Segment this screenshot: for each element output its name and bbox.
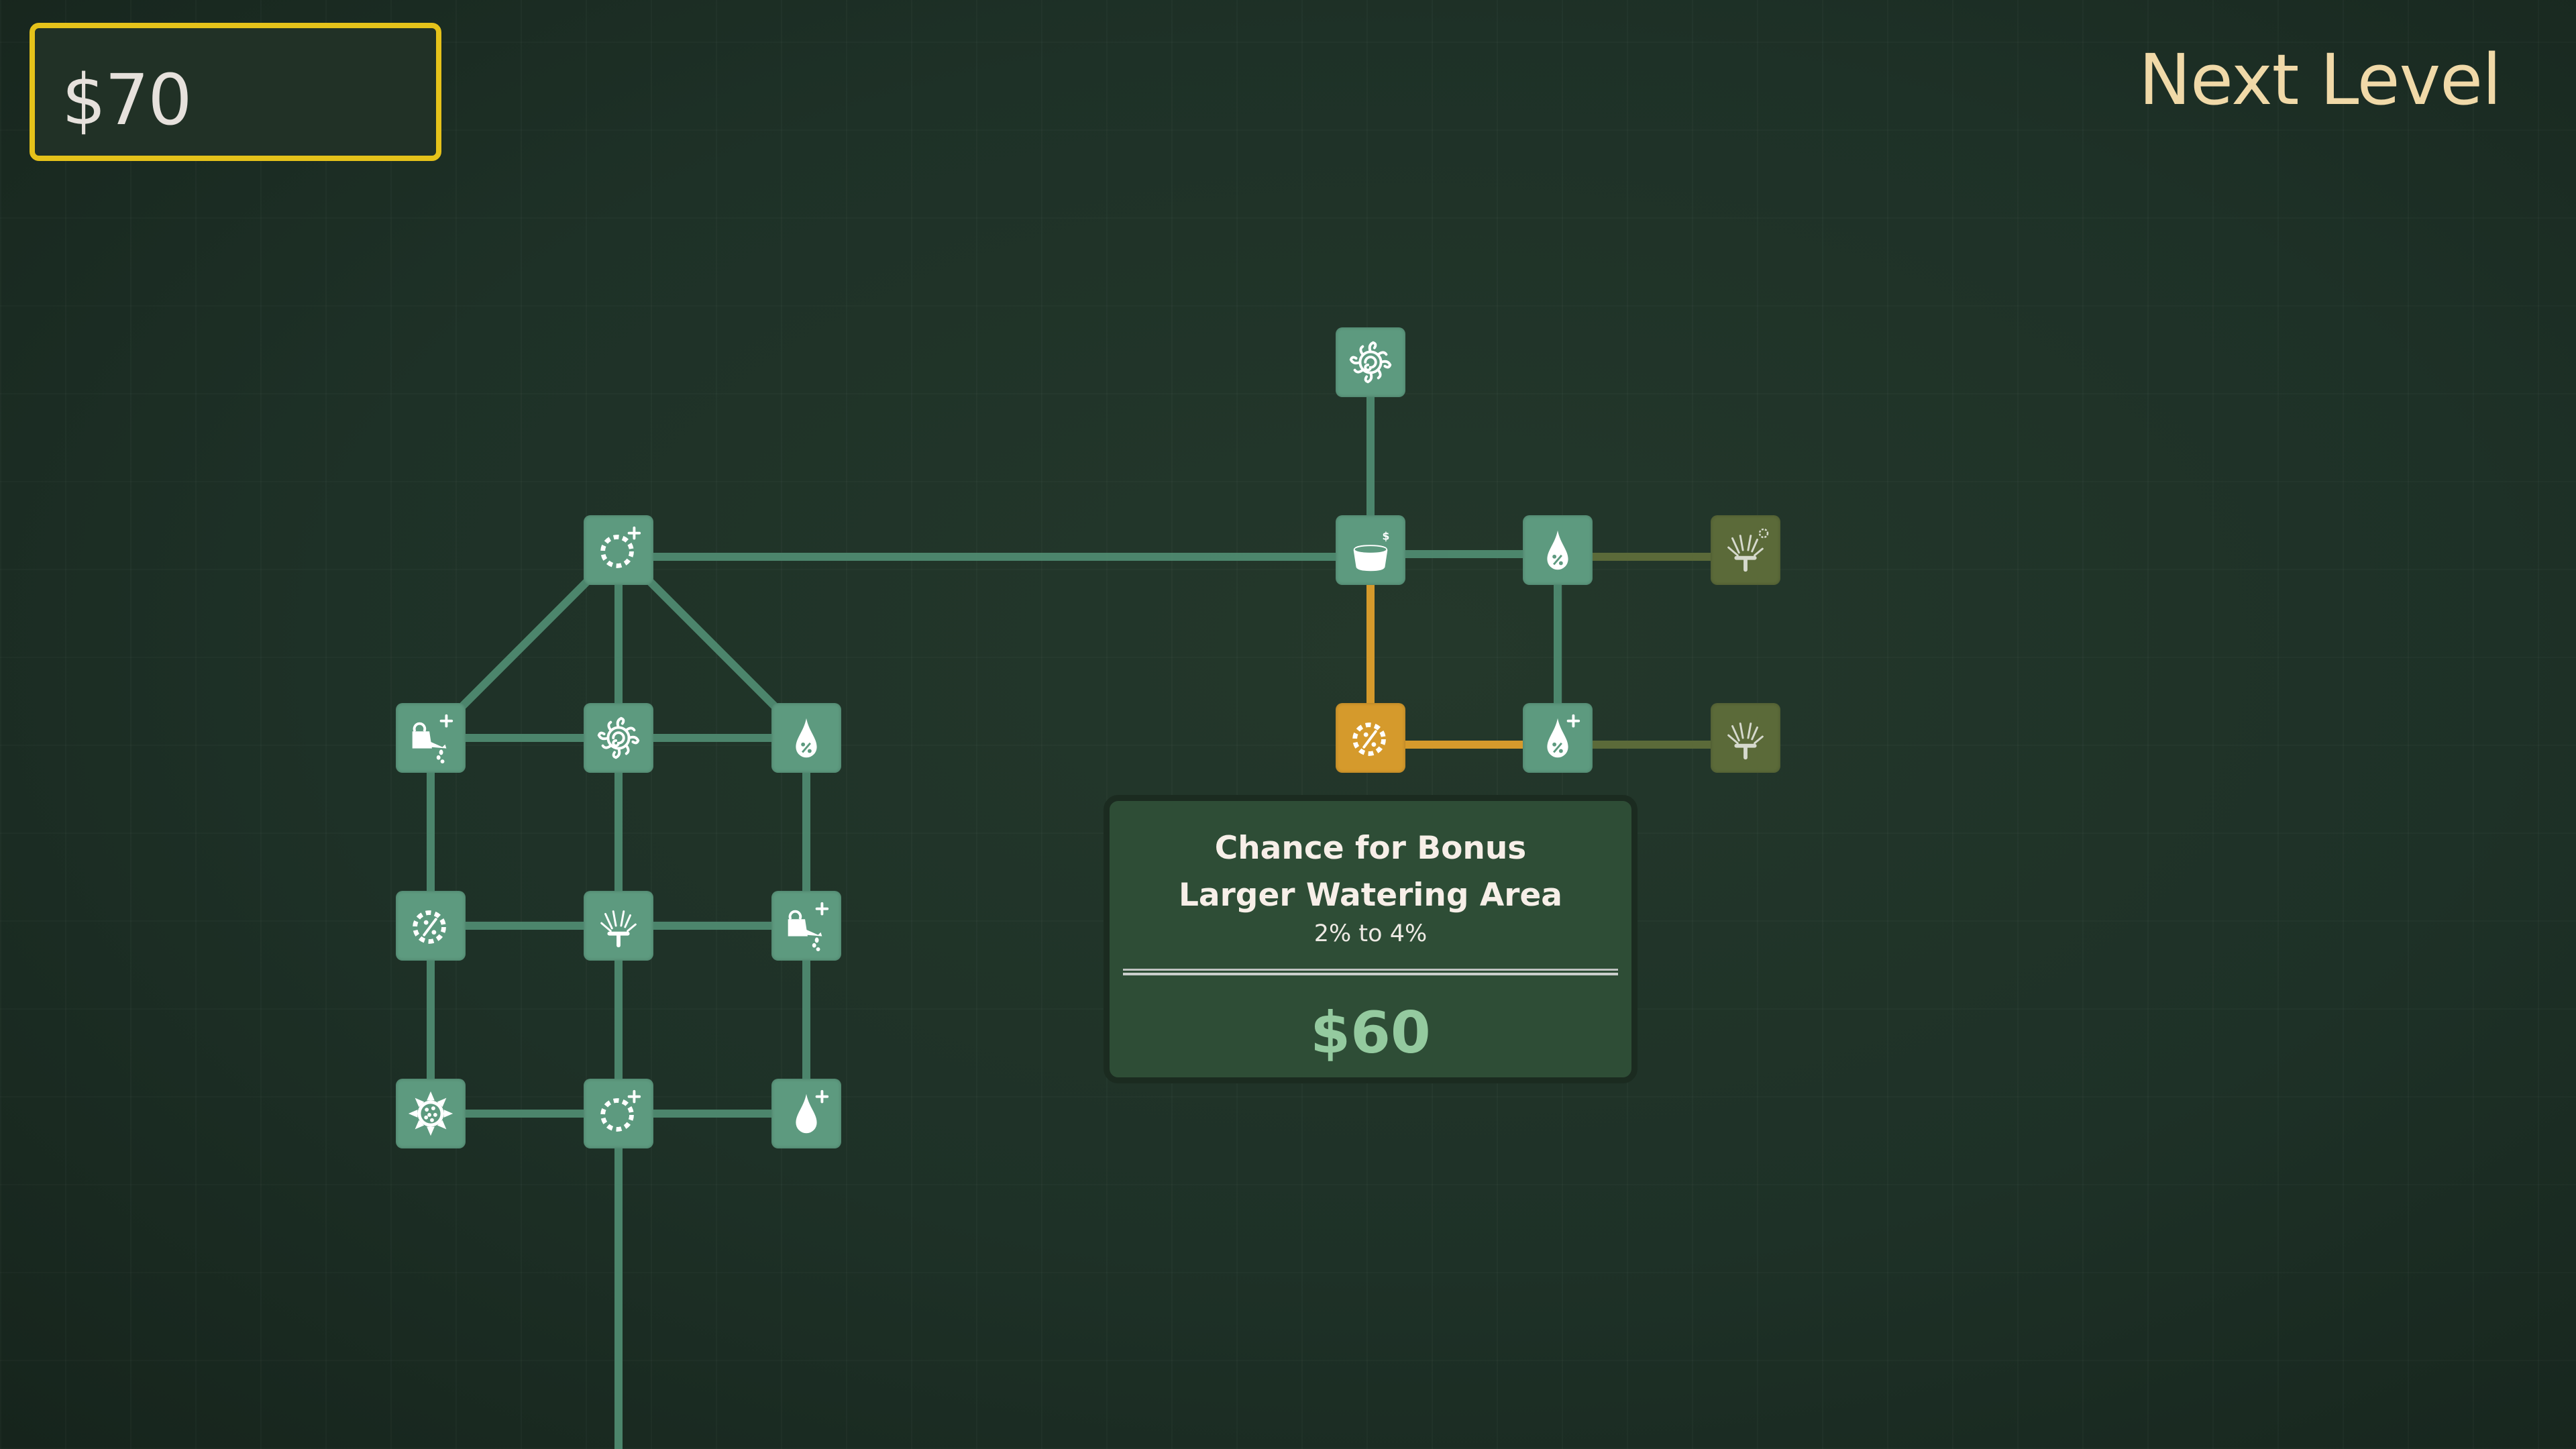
drop-percent-icon [1532,524,1584,576]
skill-node-sprinkler-locked[interactable] [1711,703,1780,773]
watering-can-plus-icon [780,900,833,952]
tooltip-title: Chance for Bonus Larger Watering Area [1178,830,1563,914]
skill-node-sunflower[interactable] [396,1079,466,1148]
skill-tooltip: Chance for Bonus Larger Watering Area 2%… [1104,795,1638,1083]
sprinkler-ring-icon [1719,528,1769,576]
ring-plus-icon [592,524,645,576]
skill-node-ring-percent-selected[interactable] [1336,703,1405,773]
next-level-button[interactable]: Next Level [2139,39,2502,121]
watering-can-plus-icon [405,712,457,764]
skill-node-sprinkler[interactable] [584,891,653,961]
skill-node-drop-percent-2[interactable] [771,703,841,773]
sprinkler-icon [1719,712,1772,764]
drop-percent-plus-icon [1532,712,1584,764]
money-display: $70 [30,23,441,161]
drop-percent-icon [780,712,833,764]
skill-node-ring-plus[interactable] [584,515,653,585]
drop-plus-icon [780,1087,833,1140]
skill-node-ring-plus-2[interactable] [584,1079,653,1148]
ring-percent-icon [405,900,457,952]
skill-node-ring-percent[interactable] [396,891,466,961]
ring-percent-icon [1344,712,1397,764]
tooltip-divider [1123,969,1618,978]
sprinkler-icon [592,900,645,952]
skill-node-watering-can-plus-2[interactable] [771,891,841,961]
sunflower-icon [405,1087,457,1140]
skill-node-sprinkler-ring-locked[interactable] [1711,515,1780,585]
skill-node-drop-percent[interactable] [1523,515,1593,585]
sun-spiral-icon [1344,336,1397,388]
money-value: $70 [62,59,193,141]
skill-node-sun[interactable] [1336,327,1405,397]
ring-plus-icon [592,1087,645,1140]
skill-node-drop-plus[interactable] [771,1079,841,1148]
skill-node-drop-percent-plus[interactable] [1523,703,1593,773]
tooltip-price: $60 [1310,1000,1431,1067]
sun-spiral-icon [592,712,645,764]
skill-node-watering-can-plus[interactable] [396,703,466,773]
bucket-dollar-icon [1344,524,1397,576]
skill-node-sun-2[interactable] [584,703,653,773]
skill-node-bucket-dollar[interactable] [1336,515,1405,585]
tooltip-range: 2% to 4% [1313,920,1428,947]
